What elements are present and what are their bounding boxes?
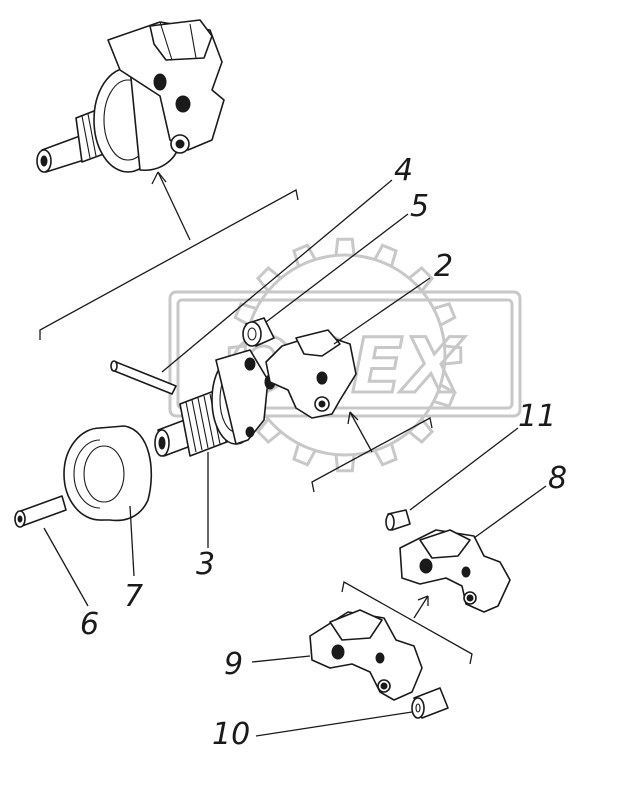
part-5-bushing <box>242 317 275 347</box>
gear-tooth <box>233 302 257 327</box>
callout-4: 4 <box>394 153 413 188</box>
gear-tooth <box>334 237 356 256</box>
leader-4 <box>161 179 393 373</box>
watermark-gear <box>227 237 463 473</box>
fork-bracket <box>311 411 433 493</box>
gear-tooth <box>408 265 435 292</box>
leader-lines <box>43 179 547 737</box>
part-6-small-shaft <box>14 495 67 528</box>
gear-tooth <box>292 443 317 467</box>
callout-6: 6 <box>80 607 99 642</box>
part-7-bearing <box>63 425 153 522</box>
gear-tooth <box>373 443 398 467</box>
leader-6 <box>43 527 89 607</box>
part-10-bushing <box>411 687 449 719</box>
lower-bracket <box>341 580 473 665</box>
callout-11: 11 <box>518 399 556 434</box>
part-4-pin <box>110 360 177 395</box>
watermark-inner-frame <box>176 298 514 410</box>
callout-labels: 4 5 2 11 8 3 7 6 9 10 <box>80 153 567 752</box>
callout-8: 8 <box>548 461 567 496</box>
leader-7 <box>129 505 135 577</box>
gear-tooth <box>255 418 282 445</box>
part-11-bushing <box>385 509 411 531</box>
gear-tooth <box>444 344 463 366</box>
leader-2 <box>333 277 431 345</box>
gear-tooth <box>408 418 435 445</box>
callout-3: 3 <box>196 547 215 582</box>
callout-7: 7 <box>124 579 143 614</box>
leader-5 <box>265 213 409 323</box>
leader-10 <box>255 711 413 737</box>
callout-9: 9 <box>224 647 243 682</box>
leader-11 <box>409 427 519 511</box>
top-view-bracket <box>39 171 299 340</box>
callout-5: 5 <box>410 189 429 224</box>
callout-10: 10 <box>212 717 250 752</box>
gear-tooth <box>433 302 457 327</box>
gear-tooth <box>292 243 317 267</box>
leader-9 <box>251 655 311 663</box>
gear-tooth <box>255 265 282 292</box>
part-2-fork <box>265 329 357 419</box>
watermark-frame <box>168 290 522 418</box>
callout-2: 2 <box>434 249 453 284</box>
assembled-clutch-view <box>36 19 225 173</box>
gear-tooth <box>334 454 356 473</box>
part-8-fork <box>399 529 511 613</box>
part-9-fork <box>309 609 423 701</box>
leader-8 <box>473 485 547 539</box>
gear-tooth <box>373 243 398 267</box>
part-3-gear-hub <box>154 349 276 457</box>
gear-tooth <box>433 383 457 408</box>
